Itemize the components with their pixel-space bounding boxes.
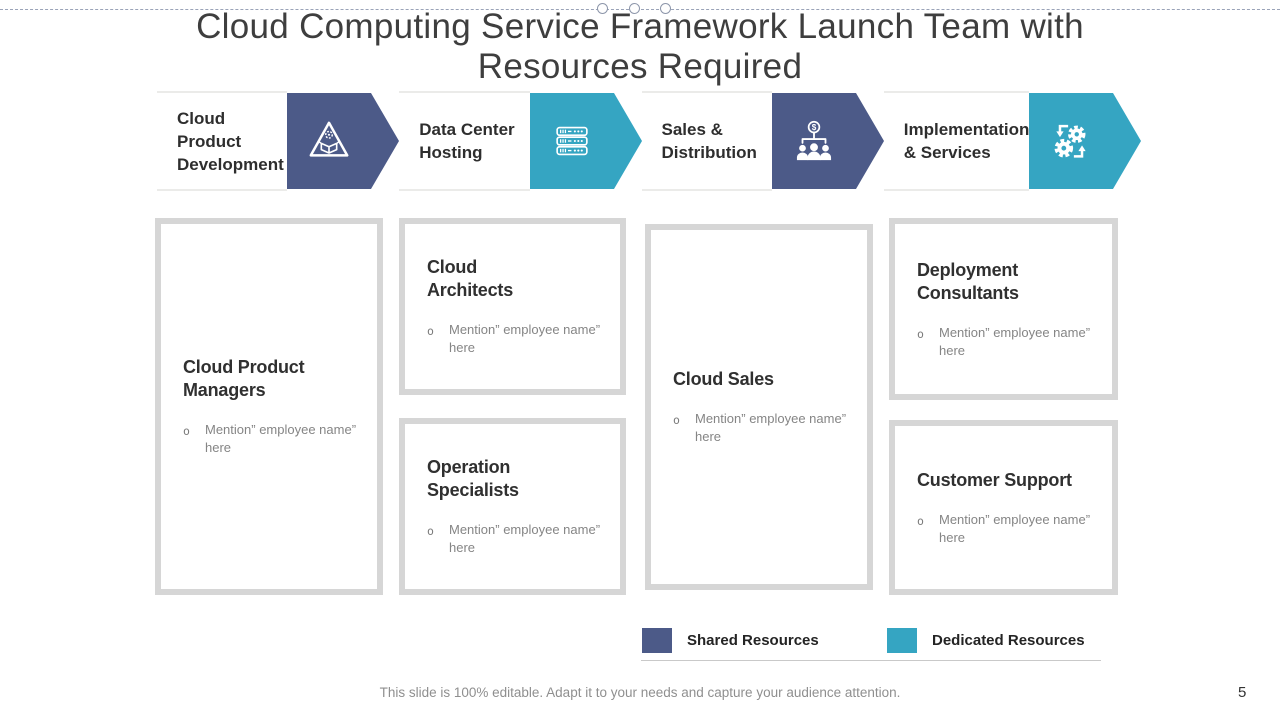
selection-handle[interactable]: [597, 3, 608, 14]
bullet-marker: o: [183, 424, 190, 438]
stage-flow: Cloud Product Development Data Center Ho…: [157, 91, 1142, 191]
stage-label-cell: Data Center Hosting: [399, 91, 530, 191]
bullet-text: Mention” employee name” here: [205, 422, 357, 455]
team-box-operation-specialists[interactable]: Operation Specialists o Mention” employe…: [399, 418, 626, 595]
bullet-item: o Mention” employee name” here: [917, 324, 1096, 360]
legend-label: Shared Resources: [687, 632, 819, 649]
bullet-text: Mention” employee name” here: [939, 324, 1091, 358]
stage-label: Data Center Hosting: [419, 120, 515, 162]
page-number: 5: [1238, 684, 1247, 701]
svg-text:$: $: [811, 123, 816, 132]
stage-item-sales-distribution[interactable]: Sales & Distribution $: [641, 91, 884, 191]
legend-label: Dedicated Resources: [932, 632, 1085, 649]
bullet-marker: o: [427, 524, 434, 538]
legend-divider: [641, 660, 1101, 661]
stage-item-implementation-services[interactable]: Implementation & Services: [883, 91, 1142, 191]
slide-title-line2: Resources Required: [477, 47, 803, 86]
footer-note: This slide is 100% editable. Adapt it to…: [379, 685, 901, 700]
arrow-shape: [771, 93, 884, 189]
bullet-item: o Mention” employee name” here: [183, 421, 361, 457]
bullet-item: o Mention” employee name” here: [917, 511, 1096, 547]
legend-swatch-shared: [642, 628, 672, 653]
stage-label: Implementation & Services: [903, 120, 1030, 162]
team-title: Customer Support: [917, 469, 1072, 490]
stage-label: Cloud Product Development: [177, 108, 284, 174]
selection-handle[interactable]: [660, 3, 671, 14]
stage-item-data-center-hosting[interactable]: Data Center Hosting: [399, 91, 642, 191]
legend-item-shared-resources[interactable]: Shared Resources: [642, 628, 819, 653]
team-title: Cloud Architects: [427, 257, 514, 300]
legend-item-dedicated-resources[interactable]: Dedicated Resources: [887, 628, 1085, 653]
stage-arrow[interactable]: $: [771, 93, 884, 189]
stage-label-cell: Cloud Product Development: [157, 91, 288, 191]
bullet-item: o Mention” employee name” here: [427, 321, 604, 357]
team-box-cloud-sales[interactable]: Cloud Sales o Mention” employee name” he…: [645, 224, 873, 590]
product-development-icon: [309, 121, 349, 157]
slide-title[interactable]: Cloud Computing Service Framework Launch…: [0, 7, 1280, 87]
stage-arrow[interactable]: [287, 93, 400, 189]
bullet-text: Mention” employee name” here: [695, 411, 847, 444]
bullet-marker: o: [917, 326, 924, 341]
team-box-deployment-consultants[interactable]: Deployment Consultants o Mention” employ…: [889, 218, 1118, 400]
stage-label-cell: Sales & Distribution: [641, 91, 772, 191]
bullet-text: Mention” employee name” here: [449, 322, 601, 355]
team-box-customer-support[interactable]: Customer Support o Mention” employee nam…: [889, 420, 1118, 595]
bullet-text: Mention” employee name” here: [449, 522, 601, 555]
arrow-shape: [1029, 93, 1142, 189]
slide-title-line1: Cloud Computing Service Framework Launch…: [196, 7, 1084, 46]
stage-arrow[interactable]: [529, 93, 642, 189]
team-box-cloud-architects[interactable]: Cloud Architects o Mention” employee nam…: [399, 218, 626, 395]
bullet-marker: o: [917, 513, 924, 528]
stage-item-cloud-product-development[interactable]: Cloud Product Development: [157, 91, 400, 191]
bullet-marker: o: [427, 324, 434, 338]
gears-process-icon: [1054, 124, 1087, 158]
stage-arrow[interactable]: [1029, 93, 1142, 189]
server-rack-icon: [555, 126, 588, 156]
team-box-cloud-product-managers[interactable]: Cloud Product Managers o Mention” employ…: [155, 218, 383, 595]
sales-distribution-icon: $: [796, 120, 831, 161]
team-title: Cloud Product Managers: [183, 357, 305, 400]
bullet-marker: o: [673, 413, 680, 427]
bullet-text: Mention” employee name” here: [939, 511, 1091, 545]
team-title: Deployment Consultants: [917, 259, 1019, 303]
bullet-item: o Mention” employee name” here: [673, 410, 851, 446]
team-title: Operation Specialists: [427, 457, 519, 500]
selection-handle[interactable]: [629, 3, 640, 14]
bullet-item: o Mention” employee name” here: [427, 521, 604, 557]
arrow-shape: [287, 93, 400, 189]
team-title: Cloud Sales: [673, 369, 774, 389]
legend-swatch-dedicated: [887, 628, 917, 653]
selection-dashed-border: [0, 9, 1280, 10]
arrow-shape: [529, 93, 642, 189]
stage-label-cell: Implementation & Services: [883, 91, 1030, 191]
stage-label: Sales & Distribution: [661, 120, 757, 162]
